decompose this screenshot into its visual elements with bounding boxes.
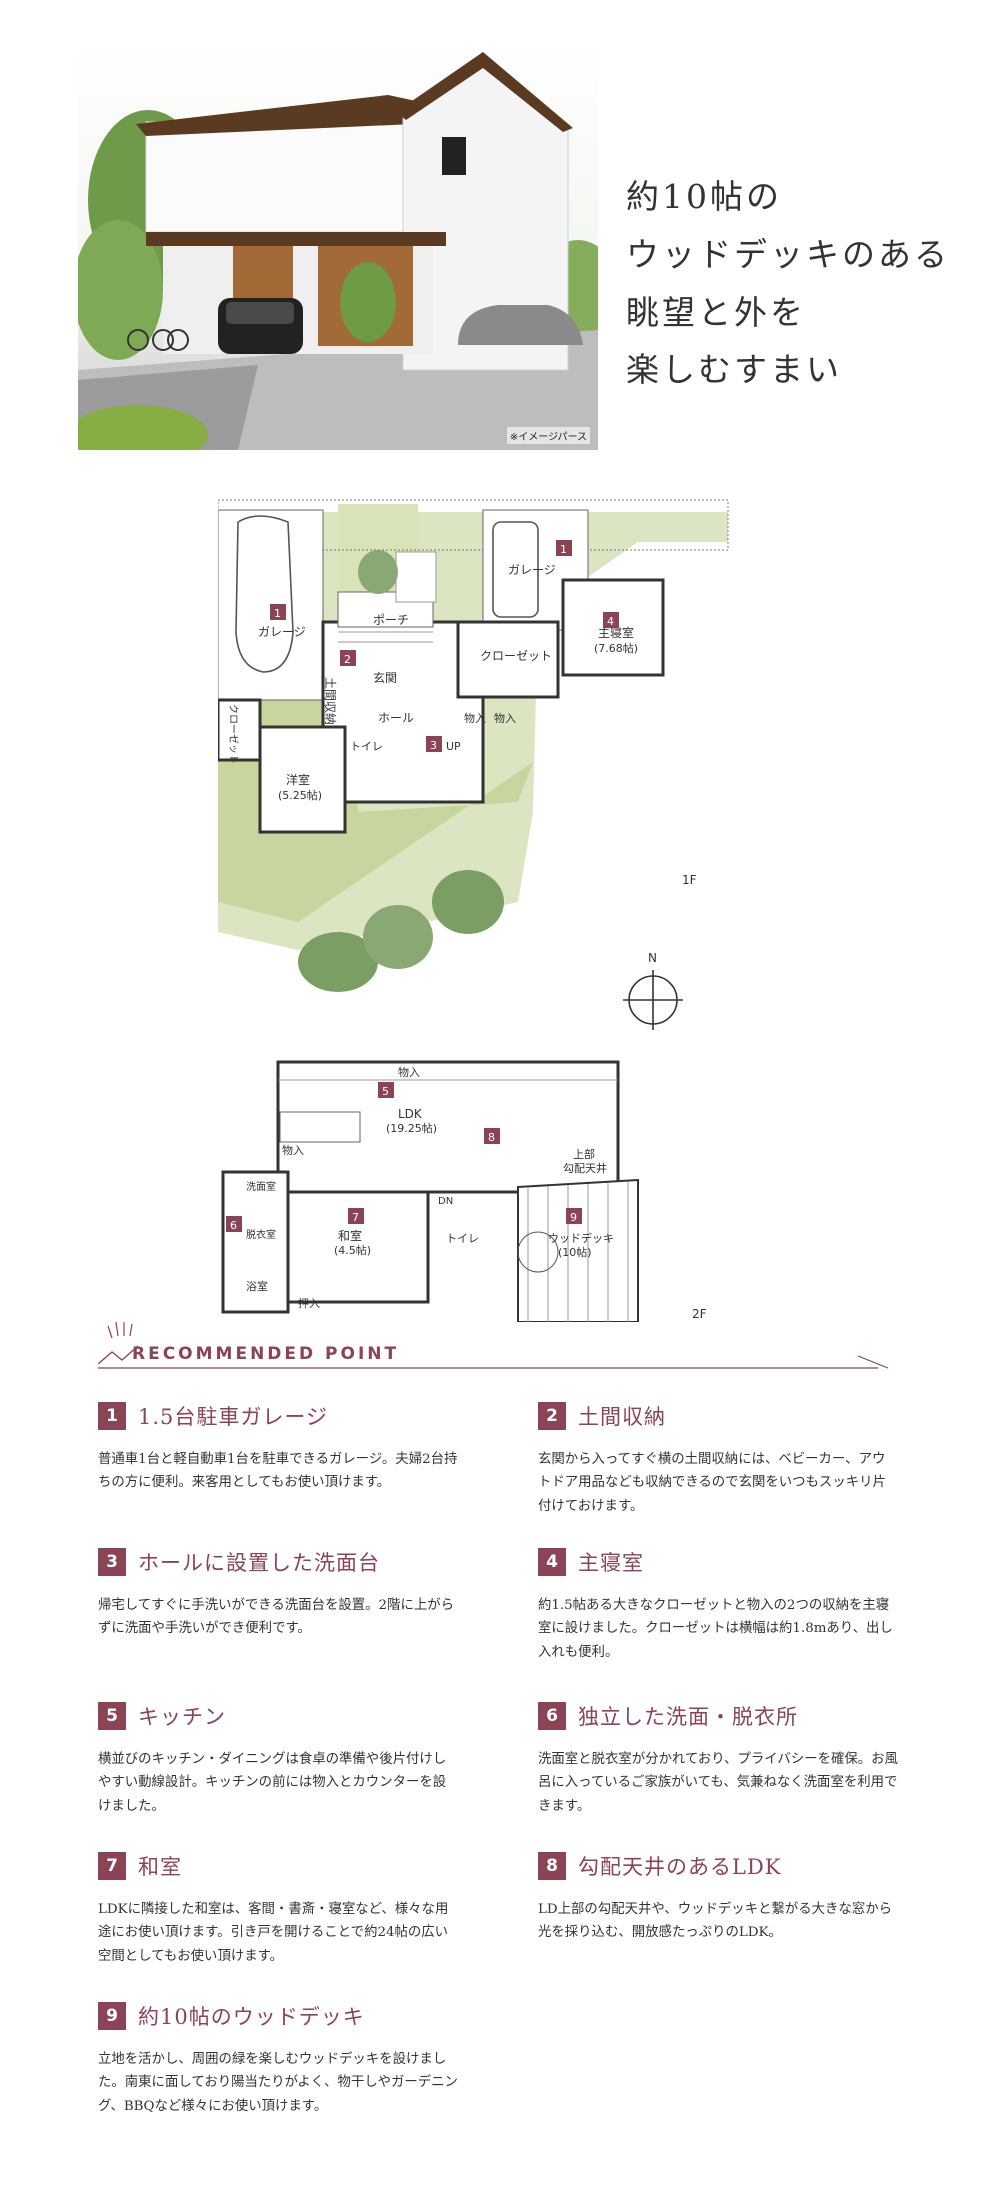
point-2-title: 土間収納 (578, 1405, 666, 1429)
label-storage-top: 物入 (398, 1065, 420, 1079)
point-8-body: LD上部の勾配天井や、ウッドデッキと繋がる大きな窓から光を採り込む、開放感たっぷ… (538, 1902, 892, 1941)
recommended-title: RECOMMENDED POINT (132, 1344, 400, 1364)
first-floor-badges: 1 2 4 1 3 (270, 540, 619, 752)
label-porch: ポーチ (373, 613, 409, 627)
svg-text:2: 2 (344, 653, 351, 666)
point-3-title: ホールに設置した洗面台 (138, 1551, 380, 1575)
label-garage-right: ガレージ (508, 563, 556, 577)
svg-text:6: 6 (230, 1219, 237, 1232)
label-closet: クローゼット (480, 649, 552, 663)
point-8: 8 勾配天井のあるLDK LD上部の勾配天井や、ウッドデッキと繋がる大きな窓から光… (538, 1850, 898, 1945)
label-toilet-2f: トイレ (446, 1232, 479, 1245)
point-8-title: 勾配天井のあるLDK (578, 1855, 782, 1879)
second-floor-badges: 5 8 6 7 9 (226, 1082, 582, 1232)
recommended-header-decoration (97, 1321, 889, 1369)
point-4-body: 約1.5帖ある大きなクローゼットと物入の2つの収納を主寝室に設けました。クローゼ… (538, 1598, 893, 1660)
label-washroom: 洗面室 (246, 1180, 276, 1193)
point-4: 4 主寝室 約1.5帖ある大きなクローゼットと物入の2つの収納を主寝室に設けました… (538, 1546, 898, 1664)
point-2-number: 2 (538, 1402, 566, 1430)
point-7-body: LDKに隣接した和室は、客間・書斎・寝室など、様々な用途にお使い頂けます。引き戸… (98, 1902, 449, 1964)
label-storage-kitchen: 物入 (282, 1143, 304, 1157)
label-japanese-room-size: (4.5帖) (334, 1244, 371, 1257)
svg-text:7: 7 (352, 1211, 359, 1224)
second-floor-plan (221, 1060, 639, 1322)
label-master-bedroom-size: (7.68帖) (594, 642, 638, 655)
point-1: 1 1.5台駐車ガレージ 普通車1台と軽自動車1台を駐車できるガレージ。夫婦2台持… (98, 1400, 458, 1495)
floor-plan-drawing: ガレージ ガレージ ポーチ 土間収納 玄関 クローゼット 主寝室 (7.68帖)… (218, 499, 729, 1322)
label-dressing: 脱衣室 (246, 1228, 276, 1241)
point-6-title: 独立した洗面・脱衣所 (578, 1705, 798, 1729)
point-1-body: 普通車1台と軽自動車1台を駐車できるガレージ。夫婦2台持ちの方に便利。来客用とし… (98, 1452, 458, 1491)
label-storage-jp: 押入 (298, 1296, 320, 1310)
label-up: UP (446, 740, 461, 753)
point-3-body: 帰宅してすぐに手洗いができる洗面台を設置。2階に上がらずに洗面や手洗いができ便利… (98, 1598, 455, 1637)
label-level-1f: 1F (682, 873, 697, 887)
point-7-number: 7 (98, 1852, 126, 1880)
label-ldk: LDK (398, 1107, 423, 1121)
point-5-title: キッチン (138, 1705, 226, 1729)
point-4-number: 4 (538, 1548, 566, 1576)
point-4-title: 主寝室 (578, 1551, 644, 1575)
svg-text:1: 1 (560, 543, 567, 556)
headline-line-1: 約10帖の (626, 177, 782, 216)
label-storage-doma: 土間収納 (323, 677, 337, 725)
point-6: 6 独立した洗面・脱衣所 洗面室と脱衣室が分かれており、プライバシーを確保。お風呂… (538, 1700, 898, 1818)
svg-text:3: 3 (430, 739, 437, 752)
label-storage-a: 物入 (464, 711, 486, 725)
point-7-title: 和室 (138, 1855, 182, 1879)
label-japanese-room: 和室 (338, 1228, 362, 1243)
label-storage-b: 物入 (494, 711, 516, 725)
point-5: 5 キッチン 横並びのキッチン・ダイニングは食卓の準備や後片付けしやすい動線設計。… (98, 1700, 458, 1818)
label-entrance: 玄関 (373, 670, 397, 685)
label-deck-size: (10帖) (558, 1246, 592, 1259)
point-5-body: 横並びのキッチン・ダイニングは食卓の準備や後片付けしやすい動線設計。キッチンの前… (98, 1752, 447, 1814)
point-5-number: 5 (98, 1702, 126, 1730)
point-9: 9 約10帖のウッドデッキ 立地を活かし、周囲の緑を楽しむウッドデッキを設けました… (98, 2000, 458, 2118)
label-compass-n: N (648, 951, 657, 965)
label-toilet-1f: トイレ (350, 740, 383, 753)
house-illustration (78, 52, 598, 450)
floor-plans: ガレージ ガレージ ポーチ 土間収納 玄関 クローゼット 主寝室 (7.68帖)… (218, 482, 738, 1322)
label-closet-vertical: クローゼット (227, 704, 239, 764)
point-2-body: 玄関から入ってすぐ横の土間収納には、ベビーカー、アウトドア用品なども収納できるの… (538, 1452, 886, 1514)
label-ceiling: 上部 (573, 1147, 595, 1161)
label-western-room: 洋室 (286, 772, 310, 787)
point-9-body: 立地を活かし、周囲の緑を楽しむウッドデッキを設けました。南東に面しており陽当たり… (98, 2052, 458, 2114)
label-garage-left: ガレージ (258, 625, 306, 639)
label-level-2f: 2F (692, 1307, 707, 1321)
label-hall: ホール (378, 711, 414, 725)
svg-text:8: 8 (488, 1131, 495, 1144)
hero-caption: ※イメージパース (506, 427, 590, 444)
point-7: 7 和室 LDKに隣接した和室は、客間・書斎・寝室など、様々な用途にお使い頂けます… (98, 1850, 458, 1968)
label-ceiling-2: 勾配天井 (563, 1161, 607, 1175)
headline-line-2: ウッドデッキのある (626, 234, 950, 274)
label-western-room-size: (5.25帖) (278, 789, 322, 802)
recommended-header: RECOMMENDED POINT (97, 1308, 898, 1388)
point-1-title: 1.5台駐車ガレージ (138, 1405, 328, 1429)
point-1-number: 1 (98, 1402, 126, 1430)
point-9-title: 約10帖のウッドデッキ (138, 2005, 365, 2029)
label-deck: ウッドデッキ (548, 1231, 614, 1245)
point-3-number: 3 (98, 1548, 126, 1576)
point-9-number: 9 (98, 2002, 126, 2030)
point-6-number: 6 (538, 1702, 566, 1730)
svg-text:5: 5 (382, 1085, 389, 1098)
headline: 約10帖の ウッドデッキのある 眺望と外を 楽しむすまい (626, 168, 966, 399)
label-dn: DN (438, 1196, 453, 1207)
point-6-body: 洗面室と脱衣室が分かれており、プライバシーを確保。お風呂に入っているご家族がいて… (538, 1752, 898, 1814)
label-ldk-size: (19.25帖) (386, 1122, 437, 1135)
hero-image: ※イメージパース (78, 40, 598, 450)
svg-text:9: 9 (570, 1211, 577, 1224)
headline-line-4: 楽しむすまい (626, 350, 842, 390)
point-2: 2 土間収納 玄関から入ってすぐ横の土間収納には、ベビーカー、アウトドア用品なども… (538, 1400, 898, 1518)
point-8-number: 8 (538, 1852, 566, 1880)
compass-icon (623, 970, 683, 1030)
svg-text:4: 4 (607, 615, 614, 628)
point-3: 3 ホールに設置した洗面台 帰宅してすぐに手洗いができる洗面台を設置。2階に上がら… (98, 1546, 458, 1641)
label-bath: 浴室 (246, 1279, 268, 1293)
headline-line-3: 眺望と外を (626, 292, 806, 332)
svg-text:1: 1 (274, 607, 281, 620)
label-master-bedroom: 主寝室 (598, 625, 634, 640)
